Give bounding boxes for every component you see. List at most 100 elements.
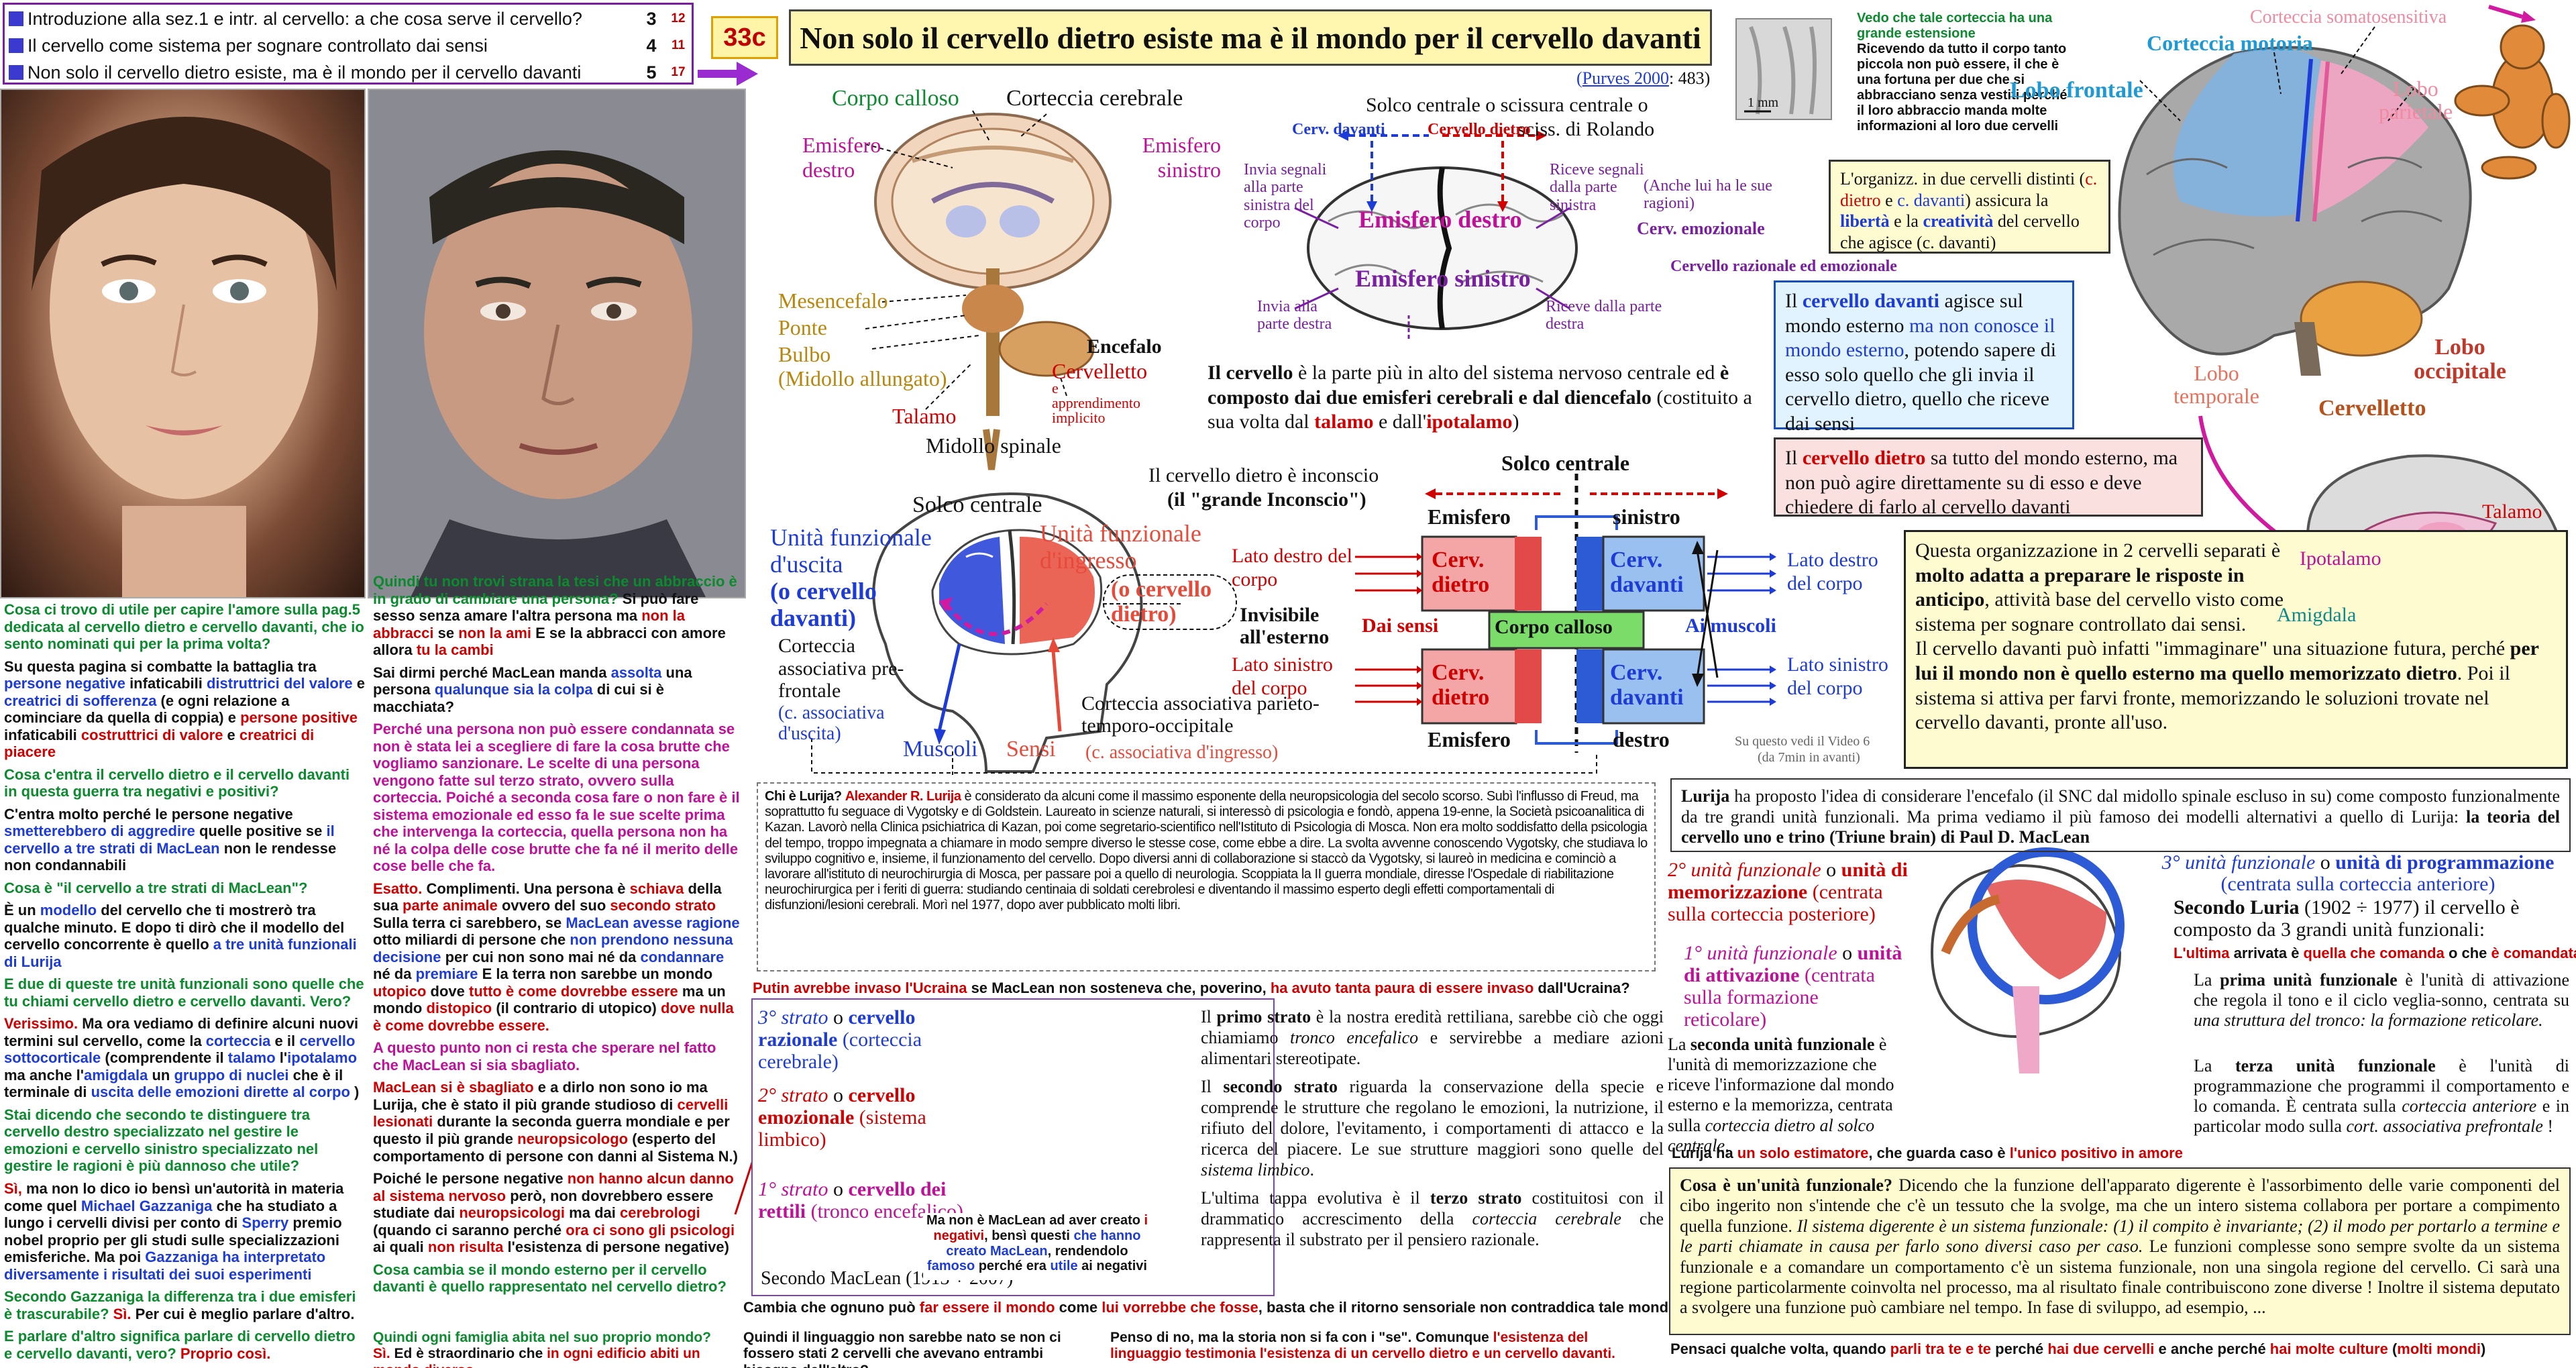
label-c-assoc-uscita: (c. associativa d'uscita) [778,702,885,744]
index-bullet [9,38,23,53]
label-cervelletto: Cervelletto [1052,359,1148,383]
dialogue-mid-text: Si può fare sesso senza amare l'altra pe… [373,590,699,625]
estimatore-line: Lurija ha un solo estimatore, che guarda… [1672,1145,2183,1161]
label-talamo: Talamo [892,404,957,428]
bottom-line-e: Pensaci qualche volta, quando parli tra … [1670,1340,2486,1357]
dialogue-left-paragraph: Cosa ci trovo di utile per capire l'amor… [4,601,366,653]
magenta-arrows [2198,5,2536,585]
dialogue-left-text: premio nobel proprio per gli studi sulle… [4,1214,342,1266]
dialogue-mid-text: ma dai [565,1204,620,1222]
label-sinistro: sinistro [1613,505,1680,529]
dialogue-left-text: infaticabili [4,726,81,743]
dialogue-mid-text: per cui non sono mai né da [441,948,641,965]
dialogue-mid-text: MacLean avesse ragione [566,914,740,931]
index-bullet [9,65,23,80]
index-row-4[interactable]: Il cervello come sistema per sognare con… [5,33,692,58]
label-mesencefalo: Mesencefalo [778,288,888,313]
label-cerv-davanti-bottom-hemi: Cerv. davanti [1610,660,1684,711]
index-row-5[interactable]: Non solo il cervello dietro esiste, ma è… [5,60,692,85]
dialogue-left-text: Michael Gazzaniga [80,1197,213,1214]
page-badge: 33c [711,16,778,59]
dialogue-mid-paragraph: Sai dirmi perché MacLean manda assolta u… [373,664,741,716]
label-unita-3: 3° unità funzionale o unità di programma… [2161,851,2555,895]
dialogue-mid-text: Perché una persona non può essere condan… [373,721,740,875]
label-unita-ingresso: Unità funzionale d'ingresso [1040,520,1201,574]
dialogue-mid-text: ma un mondo [373,982,726,1017]
dialogue-mid-text: né da [373,965,416,983]
cervello-davanti-box: Il cervello davanti agisce sul mondo est… [1774,280,2074,435]
dialogue-left-text: (e ogni relazione a cominciare da quella… [4,692,290,727]
dialogue-left-paragraph: È un modello del cervello che ti mostrer… [4,902,366,970]
dialogue-mid-text: dove nulla è come dovrebbe essere. [373,1000,734,1034]
dialogue-mid-text: MacLean si è sbagliato [373,1079,534,1096]
label-invia-segnali: Invia segnali alla parte sinistra del co… [1244,161,1327,232]
dialogue-left-paragraph: Cosa c'entra il cervello dietro e il cer… [4,766,366,800]
dialogue-left-text: quelle positive se [195,823,327,840]
dialogue-left-text: persone positive [240,709,358,727]
label-encefalo: Encefalo [1087,335,1162,358]
dialogue-mid-text: Sulla terra ci sarebbero, se [373,914,566,931]
dialogue-left-paragraph: E parlare d'altro significa parlare di c… [4,1328,366,1362]
index-number: 4 [646,35,657,56]
label-ai-muscoli: Ai muscoli [1685,615,1776,637]
index-row-3[interactable]: Introduzione alla sez.1 e intr. al cerve… [5,6,692,32]
bottom-line-d: Penso di no, ma la storia non si fa con … [1110,1330,1616,1362]
dialogue-left-text: del cervello che ti mostrerò tra qualche… [4,902,345,953]
label-c-assoc-ingresso: (c. associativa d'ingresso) [1085,742,1279,763]
dialogue-mid-text: neuropsicologo [517,1130,629,1147]
dialogue-mid-text: di cui si è macchiata? [373,681,665,715]
dialogue-column-left: Cosa ci trovo di utile per capire l'amor… [4,601,366,1366]
green-note: Vedo che tale corteccia ha una grande es… [1857,11,2068,134]
photo-woman [0,89,366,598]
label-unita-uscita: Unità funzionale d'uscita [770,524,932,578]
dialogue-mid-text: qualunque sia la colpa [434,681,593,698]
label-corpo-calloso-hemi: Corpo calloso [1495,616,1613,638]
label-lato-destro-left: Lato destro del corpo [1232,545,1352,590]
index-page: 12 [671,11,686,25]
dialogue-left-text: Secondo Gazzaniga la differenza tra i du… [4,1288,356,1322]
hemisphere-schematic [1355,474,1776,753]
dialogue-left-text: Stai dicendo che secondo te distinguere … [4,1106,319,1175]
dialogue-mid-text: e a dirlo non sono io ma Lurija, che è s… [373,1079,708,1113]
label-strato-1: 1° strato o cervello dei rettili (tronco… [758,1178,963,1222]
dialogue-left-text: Sì, [4,1179,22,1197]
label-riceve-destra: Riceve dalla parte destra [1546,298,1662,333]
label-lato-destro-right: Lato destro del corpo [1787,549,1878,594]
dialogue-mid-text: non la abbracci [373,607,686,641]
bottom-line-a: Cambia che ognuno può far essere il mond… [743,1299,1682,1316]
unita-funzionale-box: Cosa è un'unità funzionale? Dicendo che … [1669,1167,2571,1335]
video-time: (da 7min in avanti) [1758,750,1860,765]
label-lobo-occipitale: Lobo occipitale [2414,335,2506,384]
dialogue-left-text: e [223,726,239,743]
label-cerv-emozionale: Cerv. emozionale [1637,219,1765,238]
label-dai-sensi: Dai sensi [1362,615,1439,637]
dialogue-mid-text: neuropsicologi [459,1204,566,1222]
terza-unita-text: La terza unità funzionale è l'unità di p… [2194,1056,2569,1137]
dialogue-left-text: Per cui è meglio parlare d'altro. [131,1305,355,1322]
label-solco-centrale-hemi: Solco centrale [1501,451,1630,475]
index-number: 3 [646,8,657,29]
dialogue-left-text: Verissimo. [4,1015,78,1033]
lurija-biography: Chi è Lurija? Alexander R. Lurija è cons… [757,782,1656,971]
dialogue-mid-text: (il contrario di utopico) [492,1000,661,1017]
dialogue-mid-text: ai quali [373,1239,428,1256]
label-amigdala: Amigdala [2277,604,2357,626]
dialogue-left-text: E due di queste tre unità funzionali son… [4,976,364,1010]
label-lobo-temporale: Lobo temporale [2174,361,2259,408]
label-bulbo: Bulbo [778,342,831,366]
ultima-question: L'ultima arrivata è quella che comanda o… [2174,945,2576,961]
video-note[interactable]: Su questo vedi il Video 6 [1735,734,1870,749]
dialogue-left-text: ) [350,1084,360,1101]
dialogue-left-text: infaticabili [125,675,207,692]
cervello-definition: Il cervello è la parte più in alto del s… [1208,362,1752,433]
dialogue-left-paragraph: C'entra molto perché le persone negative… [4,806,366,874]
label-cerv-davanti-top-hemi: Cerv. davanti [1610,547,1684,598]
label-ipotalamo: Ipotalamo [2300,547,2381,570]
label-corteccia-cerebrale: Corteccia cerebrale [1006,86,1183,111]
dialogue-left-text: Ma ora vediamo di definire alcuni nuovi … [4,1015,359,1049]
dialogue-mid-paragraph: Poiché le persone negative non hanno alc… [373,1170,741,1256]
dialogue-left-text: ma anche l' [4,1066,84,1084]
dialogue-mid-text: l'esistenza di persone negative) [503,1239,729,1256]
label-invia-destra: Invia alla parte destra [1257,298,1332,333]
dialogue-left-text: e il [270,1032,300,1049]
